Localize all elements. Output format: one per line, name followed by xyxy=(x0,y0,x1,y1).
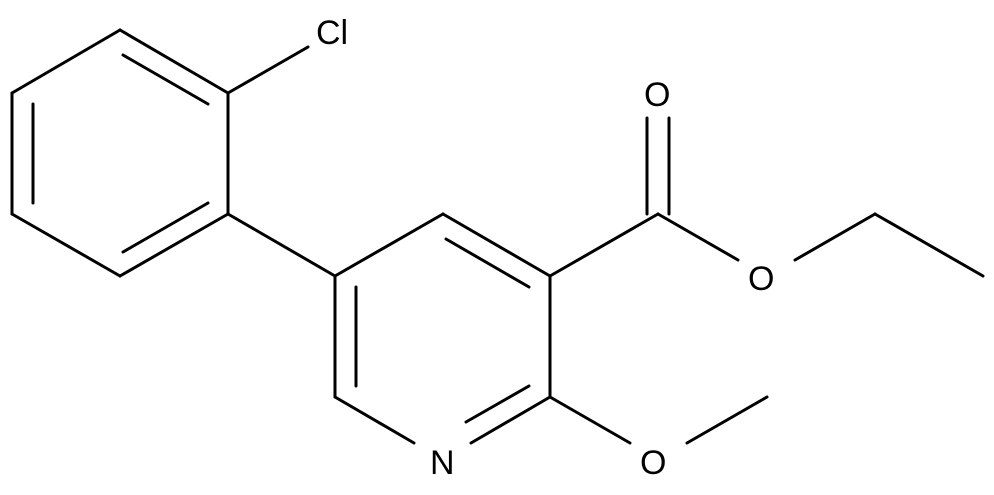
bond xyxy=(333,395,416,445)
bond xyxy=(469,395,552,445)
ester-oxygen-label: O xyxy=(748,260,774,298)
bond-c-cl xyxy=(226,45,310,95)
bond xyxy=(118,28,230,95)
double-bond-inner xyxy=(464,384,531,424)
bond xyxy=(118,212,230,278)
bond xyxy=(10,28,122,95)
bond-carbonyl-oester xyxy=(656,212,740,262)
double-bond-inner xyxy=(121,201,210,254)
chlorine-atom-label: Cl xyxy=(316,14,348,52)
double-bond-inner xyxy=(444,237,531,289)
nitrogen-atom-label: N xyxy=(430,444,455,482)
methoxy-oxygen-label: O xyxy=(640,444,666,482)
bond-c-omethoxy xyxy=(548,395,632,445)
bond xyxy=(333,212,445,278)
bond-oester-ch2 xyxy=(793,212,877,262)
biaryl-bond xyxy=(226,212,337,278)
double-bond-inner xyxy=(121,53,210,106)
carbonyl-oxygen-label: O xyxy=(644,76,670,114)
chlorophenyl-ring xyxy=(10,28,230,278)
bond-ring-carbonyl xyxy=(548,212,660,278)
pyridine-ring xyxy=(333,212,552,445)
bond xyxy=(10,212,122,278)
bond-o-methyl xyxy=(685,395,769,445)
bond-ch2-ch3 xyxy=(873,212,985,278)
bond xyxy=(441,212,552,278)
